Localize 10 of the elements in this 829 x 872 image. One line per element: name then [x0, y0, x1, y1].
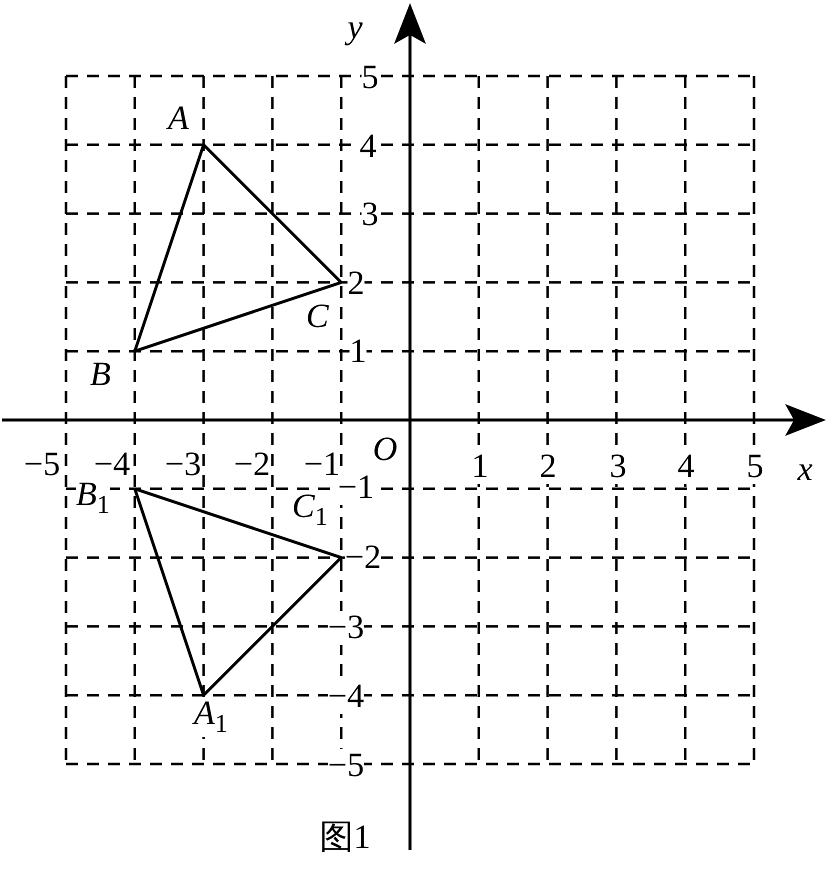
caption: 图1: [320, 821, 370, 855]
tick-label: −1: [338, 471, 374, 505]
tick-label: −3: [328, 611, 364, 645]
triangle-side: [133, 488, 206, 696]
origin-label: O: [372, 433, 398, 467]
triangle-side: [202, 556, 342, 696]
triangle-side: [134, 280, 342, 353]
triangle-side: [134, 487, 342, 560]
triangle-side: [202, 144, 342, 284]
triangle-side: [133, 144, 206, 352]
